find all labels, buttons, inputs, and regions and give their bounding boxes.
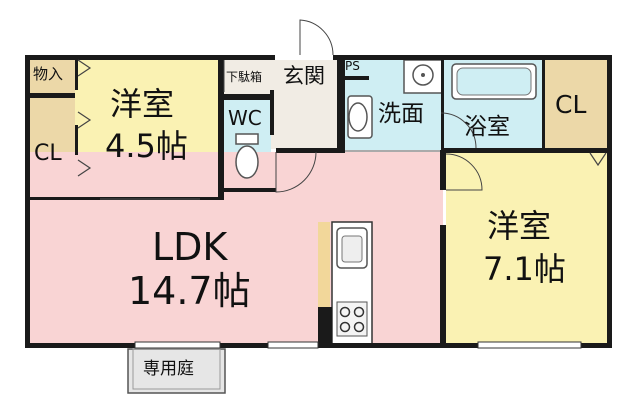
kitchen-sink-inner bbox=[341, 235, 363, 263]
toilet-tank bbox=[235, 133, 259, 145]
shoe-cabinet-floor bbox=[224, 60, 270, 94]
burner-4 bbox=[353, 321, 365, 333]
burner-3 bbox=[339, 321, 351, 333]
shoe-cabinet-label: 下駄箱 bbox=[226, 70, 263, 84]
door-swings bbox=[223, 19, 483, 193]
ps-label: PS bbox=[345, 59, 360, 73]
bathroom-label: 浴室 bbox=[464, 114, 510, 140]
ldk-size: 14.7帖 bbox=[128, 269, 251, 313]
burner-1 bbox=[339, 306, 351, 318]
wc-label: WC bbox=[228, 106, 262, 130]
washer-drum bbox=[348, 102, 368, 132]
entrance-label: 玄関 bbox=[283, 64, 325, 88]
western-small-name: 洋室 bbox=[110, 85, 175, 123]
toilet-bowl bbox=[235, 145, 259, 179]
closet-left-label: CL bbox=[34, 141, 62, 166]
storage-floor bbox=[30, 60, 75, 93]
entrance-floor bbox=[270, 60, 337, 149]
washbasin-drain bbox=[421, 73, 425, 77]
burner-2 bbox=[353, 306, 365, 318]
washbasin-bowl bbox=[412, 64, 434, 86]
storage-label: 物入 bbox=[33, 65, 64, 83]
ldk-name: LDK bbox=[152, 225, 228, 269]
washroom-label: 洗面 bbox=[378, 101, 424, 127]
ldk-floor bbox=[30, 152, 443, 344]
western-large-name: 洋室 bbox=[487, 207, 552, 245]
window-panes bbox=[134, 341, 582, 349]
western-large-size: 7.1帖 bbox=[483, 250, 566, 288]
garden-inner bbox=[132, 348, 221, 390]
closet-door-markers bbox=[77, 59, 607, 177]
closet-right-floor bbox=[545, 60, 607, 150]
private-garden-label: 専用庭 bbox=[143, 359, 194, 379]
garden-floor bbox=[128, 349, 225, 393]
ldk-floor-top bbox=[280, 152, 440, 156]
bathtub-inner bbox=[456, 67, 532, 96]
closet-right-label: CL bbox=[555, 90, 587, 119]
western-small-size: 4.5帖 bbox=[105, 127, 188, 165]
kitchen-counter bbox=[318, 222, 330, 307]
western-large-floor bbox=[446, 153, 607, 345]
